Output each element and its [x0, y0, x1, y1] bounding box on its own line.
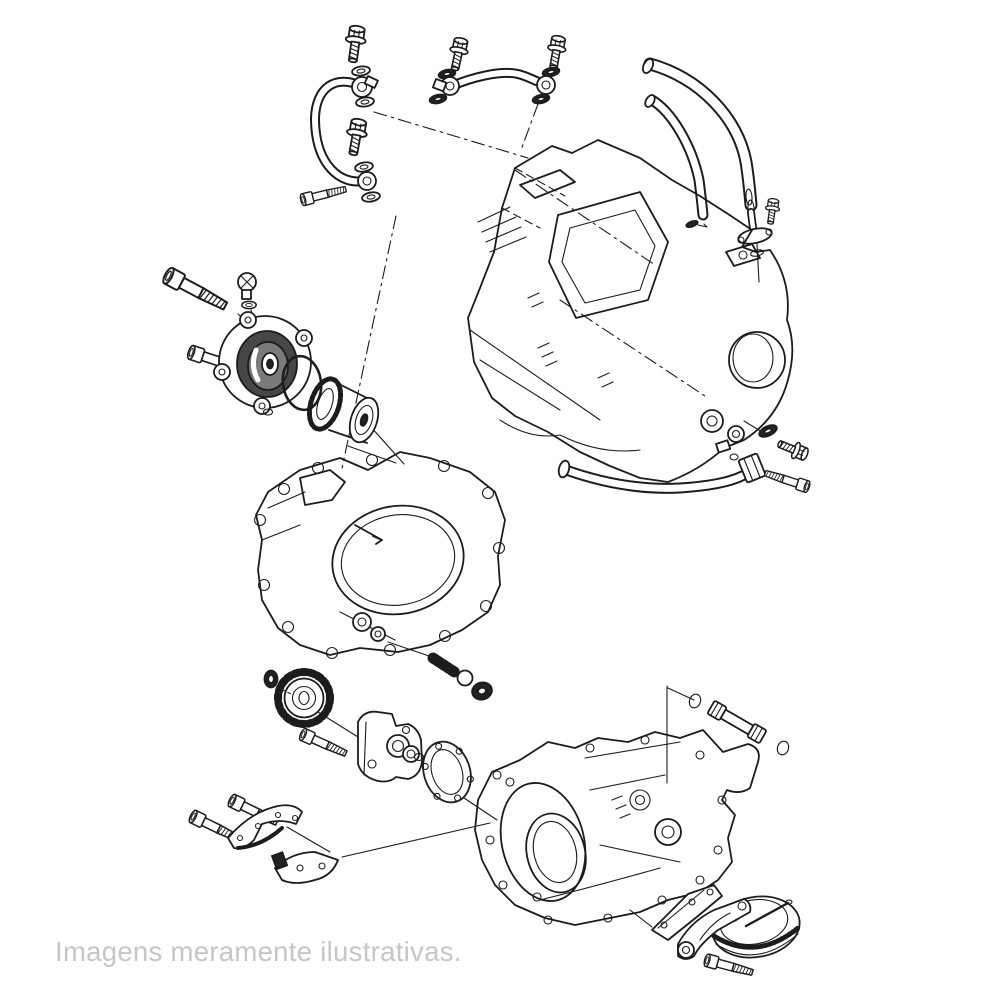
- oil-pump-drive-gear: [274, 668, 334, 728]
- clutch-cover: [253, 451, 506, 660]
- oil-pump-group: [263, 668, 474, 804]
- pump-gasket: [421, 740, 474, 804]
- stopper-plate-2: [270, 851, 339, 884]
- dowel-o-ring-1: [688, 693, 702, 709]
- circlip: [263, 669, 279, 689]
- junction-bolt: [762, 466, 812, 494]
- pump-o-ring-1: [413, 752, 425, 762]
- drain-washer: [756, 421, 780, 441]
- oil-filter-cover: [213, 311, 313, 416]
- oil-filter-group: [160, 265, 380, 444]
- dowel-pipe: [688, 693, 790, 756]
- oil-junction-pipe: [557, 452, 812, 494]
- crankcase-half: [474, 729, 760, 926]
- cover-o-ring: [262, 408, 274, 416]
- oil-filter-screw: [237, 272, 257, 310]
- strainer-arm: [677, 898, 752, 960]
- relief-valve-group: [427, 652, 493, 701]
- stopper-plate-1: [227, 804, 303, 850]
- stopper-plates: [186, 792, 339, 884]
- dowel-o-ring-2: [776, 740, 790, 756]
- relief-spring: [427, 652, 462, 679]
- oil-filter-element: [306, 376, 380, 444]
- oil-strainer-group: [651, 884, 801, 980]
- oil-pipe-left: [298, 23, 382, 207]
- breather-hoses: [641, 57, 758, 229]
- strainer-plate: [651, 884, 723, 941]
- engine-block: [467, 139, 794, 483]
- oil-pump-body: [357, 710, 423, 783]
- o-ring: [281, 354, 323, 412]
- oil-filter-bolt-long: [160, 265, 231, 315]
- drain-plug: [715, 421, 812, 464]
- oil-pipe-top: [427, 33, 569, 106]
- caption: Imagens meramente ilustrativas.: [55, 936, 462, 967]
- check-ball: [456, 669, 474, 687]
- leader-lines: [227, 103, 763, 928]
- oil-pump-bolt: [297, 726, 350, 761]
